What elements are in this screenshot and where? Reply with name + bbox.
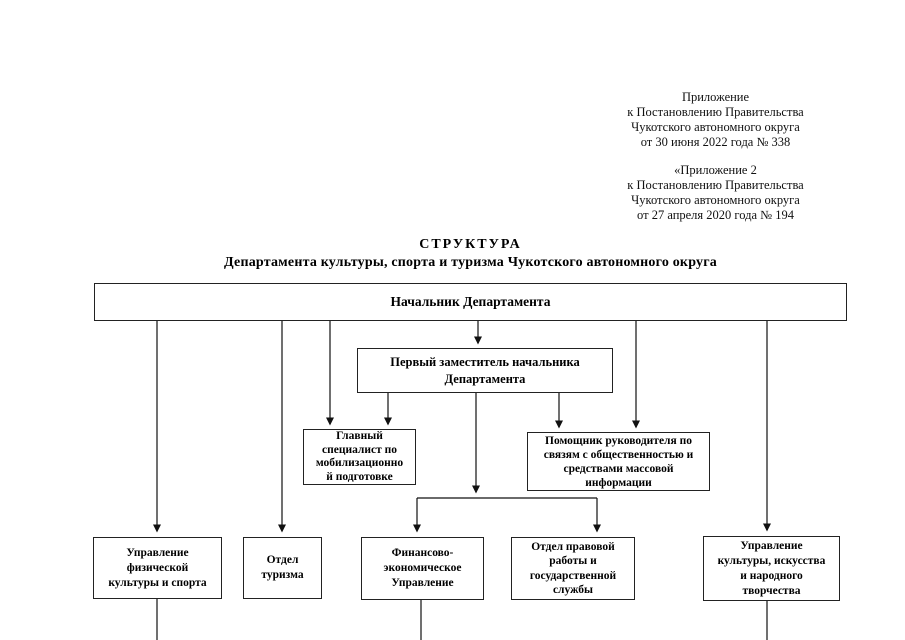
annotation-line: Чукотского автономного округа [631, 193, 800, 207]
org-box-tourism-department: Отдел туризма [243, 537, 322, 599]
org-box-text-line: Первый заместитель начальника [390, 354, 580, 369]
org-box-text-line: Помощник руководителя по [545, 434, 692, 447]
org-box-text-line: экономическое [383, 562, 462, 574]
annotation-block-2: «Приложение 2 к Постановлению Правительс… [563, 163, 868, 223]
chart-subtitle: Департамента культуры, спорта и туризма … [224, 255, 717, 270]
org-box-text-line: Управление [391, 577, 454, 589]
annotation-line: «Приложение 2 [674, 163, 757, 177]
annotation-line: Приложение [681, 90, 750, 104]
org-box-text-line: информации [585, 476, 652, 489]
annotation-block-1: Приложение к Постановлению Правительства… [563, 90, 868, 150]
org-box-text-line: туризма [261, 569, 304, 581]
org-box-text-line: Начальник Департамента [390, 294, 551, 309]
org-box-text-line: связям с общественностью и [543, 448, 694, 461]
annotation-line: Чукотского автономного округа [631, 120, 800, 134]
annotation-line: к Постановлению Правительства [627, 105, 804, 119]
document-annotation: Приложение к Постановлению Правительства… [563, 90, 868, 223]
org-box-text-line: Финансово- [391, 547, 454, 559]
org-box-text-line: средствами массовой [563, 462, 674, 475]
org-box-text-line: Департамента [444, 371, 526, 386]
org-box-culture-department: Управление культуры, искусства и народно… [703, 536, 840, 601]
org-box-text-line: культуры, искусства [717, 554, 826, 567]
org-box-text-line: специалист по [321, 443, 398, 456]
org-box-text-line: государственной [529, 569, 617, 582]
org-box-legal-department: Отдел правовой работы и государственной … [511, 537, 635, 600]
org-box-text-line: Отдел правовой [531, 540, 615, 553]
org-box-text-line: культуры и спорта [108, 576, 207, 589]
org-box-first-deputy: Первый заместитель начальника Департамен… [357, 348, 613, 393]
annotation-line: от 30 июня 2022 года № 338 [640, 135, 791, 149]
chart-title: СТРУКТУРА [419, 237, 522, 252]
chart-title-block: СТРУКТУРА Департамента культуры, спорта … [94, 237, 847, 271]
org-box-text-line: физической [126, 561, 189, 574]
annotation-line: к Постановлению Правительства [627, 178, 804, 192]
org-box-text-line: Отдел [266, 554, 299, 566]
org-box-text-line: мобилизационно [315, 457, 404, 469]
org-box-text-line: Управление [126, 546, 189, 559]
org-box-mobilization-specialist: Главный специалист по мобилизационно й п… [303, 429, 416, 485]
org-box-text-line: творчества [742, 584, 801, 597]
org-box-text-line: Главный [336, 430, 383, 442]
org-box-finance-department: Финансово- экономическое Управление [361, 537, 484, 600]
annotation-line: от 27 апреля 2020 года № 194 [637, 208, 794, 222]
org-box-text-line: Управление [740, 539, 803, 552]
org-box-text-line: и народного [740, 569, 803, 582]
org-box-department-head: Начальник Департамента [94, 283, 847, 321]
org-box-pr-assistant: Помощник руководителя по связям с общест… [527, 432, 710, 491]
org-box-sport-department: Управление физической культуры и спорта [93, 537, 222, 599]
org-box-text-line: й подготовке [326, 470, 393, 483]
org-box-text-line: работы и [549, 555, 597, 567]
org-box-text-line: службы [552, 584, 594, 596]
